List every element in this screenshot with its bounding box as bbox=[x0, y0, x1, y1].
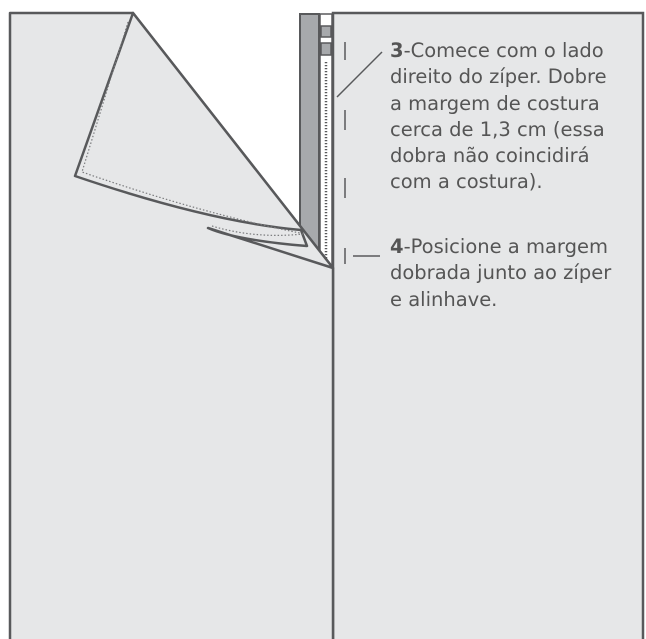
zipper-pull bbox=[320, 25, 332, 38]
step-4-line-2: dobrada junto ao zíper bbox=[390, 261, 612, 285]
step-3-line-4: cerca de 1,3 cm (essa bbox=[390, 117, 605, 141]
step-3-line-1: 3-Comece com o lado bbox=[390, 39, 604, 62]
step-4-instruction: 4-Posicione a margem dobrada junto ao zí… bbox=[390, 234, 611, 313]
step-3-instruction: 3-Comece com o lado direito do zíper. Do… bbox=[390, 38, 607, 196]
right-fabric-panel bbox=[331, 11, 645, 639]
step-3-number: 3 bbox=[390, 39, 404, 62]
step-3-line-5: dobra não coincidirá bbox=[390, 144, 590, 168]
step-4-number: 4 bbox=[390, 235, 404, 258]
folded-seam-allowance-flap bbox=[73, 11, 335, 270]
zipper-slider bbox=[320, 42, 332, 56]
step-4-line-1: 4-Posicione a margem bbox=[390, 235, 608, 258]
step-3-line-3: a margem de costura bbox=[390, 91, 600, 115]
step3-leader-line bbox=[336, 51, 383, 98]
step-3-line-2: direito do zíper. Dobre bbox=[390, 65, 607, 89]
step-3-line-6: com a costura). bbox=[390, 170, 543, 194]
step-4-line-3: e alinhave. bbox=[390, 287, 498, 311]
